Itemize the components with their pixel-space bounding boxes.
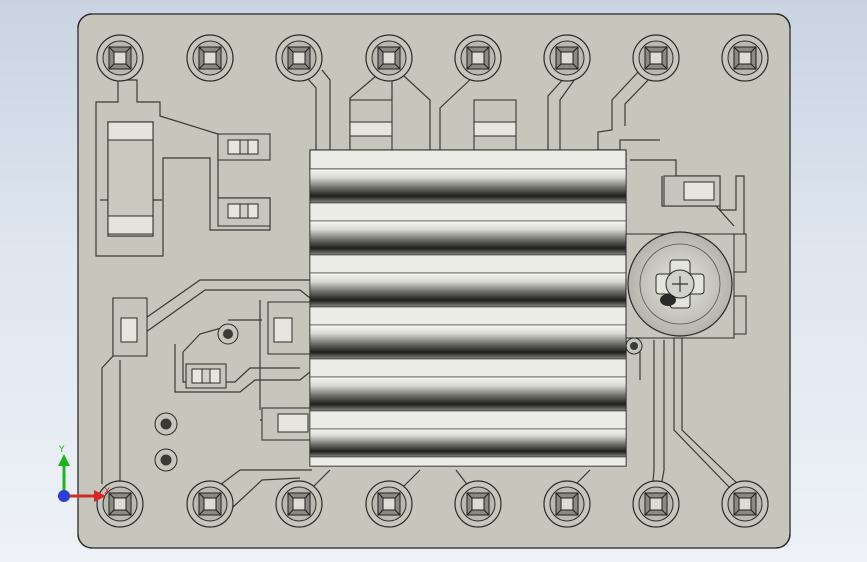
header-pin-top-4 [365, 34, 413, 82]
heatsink [309, 149, 627, 467]
smd-capacitor-large [107, 121, 154, 237]
header-pins-top [96, 34, 769, 82]
smd-resistor-7 [267, 301, 313, 355]
smd-pad-right-2 [733, 295, 747, 335]
pcb-edge-chamfer [77, 13, 791, 549]
x-axis-arrowhead [94, 490, 106, 502]
header-pin-bottom-1 [96, 480, 144, 528]
y-axis-label: Y [58, 445, 65, 455]
header-pin-bottom-6 [543, 480, 591, 528]
smd-resistor-8 [261, 407, 313, 441]
header-pin-top-8 [721, 34, 769, 82]
vias [154, 323, 643, 472]
header-pin-top-2 [186, 34, 234, 82]
x-axis-label: X [104, 487, 110, 497]
smd-pad-right-1 [733, 233, 747, 273]
y-axis-arrowhead [58, 454, 70, 466]
header-pin-bottom-5 [454, 480, 502, 528]
header-pin-bottom-7 [632, 480, 680, 528]
header-pins-bottom [96, 480, 769, 528]
smd-resistor-1 [217, 133, 271, 161]
header-pin-top-5 [454, 34, 502, 82]
smd-resistor-9 [663, 175, 721, 207]
smd-resistor-4 [473, 99, 517, 151]
header-pin-top-1 [96, 34, 144, 82]
smd-resistor-2 [217, 197, 271, 227]
header-pin-bottom-3 [275, 480, 323, 528]
header-pin-bottom-8 [721, 480, 769, 528]
smd-resistor-3 [349, 99, 393, 151]
header-pin-bottom-4 [365, 480, 413, 528]
header-pin-top-3 [275, 34, 323, 82]
header-pin-top-7 [632, 34, 680, 82]
smd-resistor-5 [112, 297, 148, 357]
header-pin-bottom-2 [186, 480, 234, 528]
z-axis-dot [58, 490, 70, 502]
coordinate-triad: Y X [58, 445, 110, 502]
smd-resistor-6 [185, 363, 227, 389]
header-pin-top-6 [543, 34, 591, 82]
potentiometer [625, 231, 735, 339]
